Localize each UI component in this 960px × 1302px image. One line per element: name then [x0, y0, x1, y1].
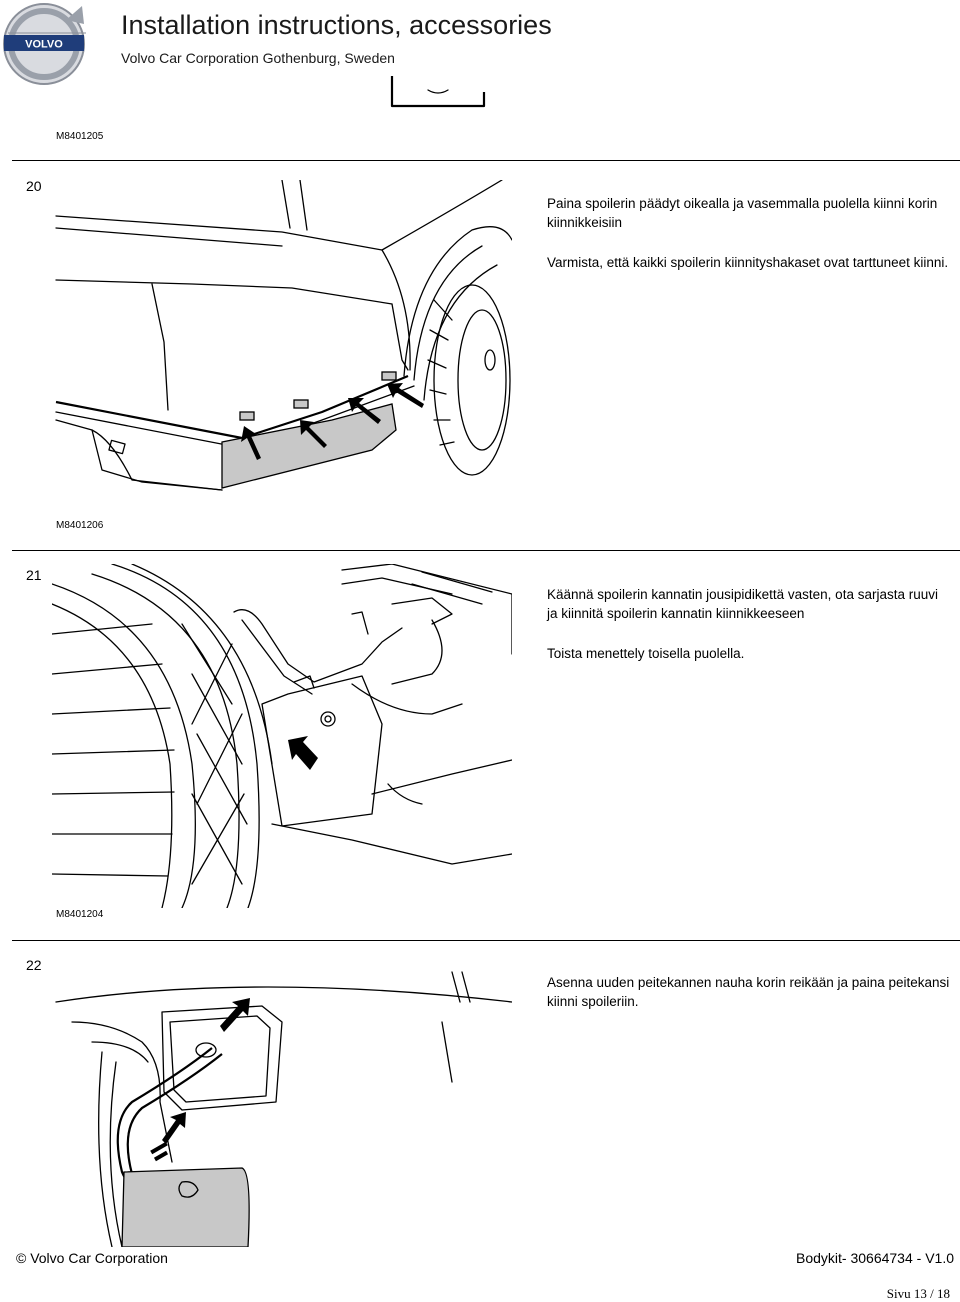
footer-copyright: © Volvo Car Corporation [16, 1250, 168, 1266]
footer-doc-id: Bodykit- 30664734 - V1.0 [796, 1250, 954, 1266]
step-number: 20 [26, 178, 42, 194]
volvo-logo: VOLVO [0, 0, 92, 92]
divider [12, 550, 960, 551]
paragraph: Paina spoilerin päädyt oikealla ja vasem… [547, 196, 938, 230]
step-22-illustration [52, 962, 513, 1252]
step-number: 22 [26, 957, 42, 973]
figure-code: M8401205 [56, 131, 104, 142]
step-21-text: Käännä spoilerin kannatin jousipidikettä… [547, 585, 952, 684]
figure-code: M8401204 [56, 909, 104, 920]
page-number: Sivu 13 / 18 [886, 1286, 950, 1301]
paragraph: Varmista, että kaikki spoilerin kiinnity… [547, 255, 949, 270]
paragraph: Käännä spoilerin kannatin jousipidikettä… [547, 587, 938, 621]
page-subtitle: Volvo Car Corporation Gothenburg, Sweden [121, 50, 395, 66]
paragraph: Toista menettely toisella puolella. [547, 646, 745, 661]
divider [12, 160, 960, 161]
step-20-text: Paina spoilerin päädyt oikealla ja vasem… [547, 194, 952, 293]
previous-figure-fragment [388, 76, 488, 115]
logo-text: VOLVO [25, 39, 63, 51]
step-22-text: Asenna uuden peitekannen nauha korin rei… [547, 973, 952, 1032]
step-number: 21 [26, 567, 42, 583]
page-title: Installation instructions, accessories [121, 10, 552, 40]
divider [12, 940, 960, 941]
figure-code: M8401206 [56, 520, 104, 531]
step-20-illustration [52, 179, 513, 503]
step-21-illustration [51, 563, 513, 913]
paragraph: Asenna uuden peitekannen nauha korin rei… [547, 975, 950, 1009]
